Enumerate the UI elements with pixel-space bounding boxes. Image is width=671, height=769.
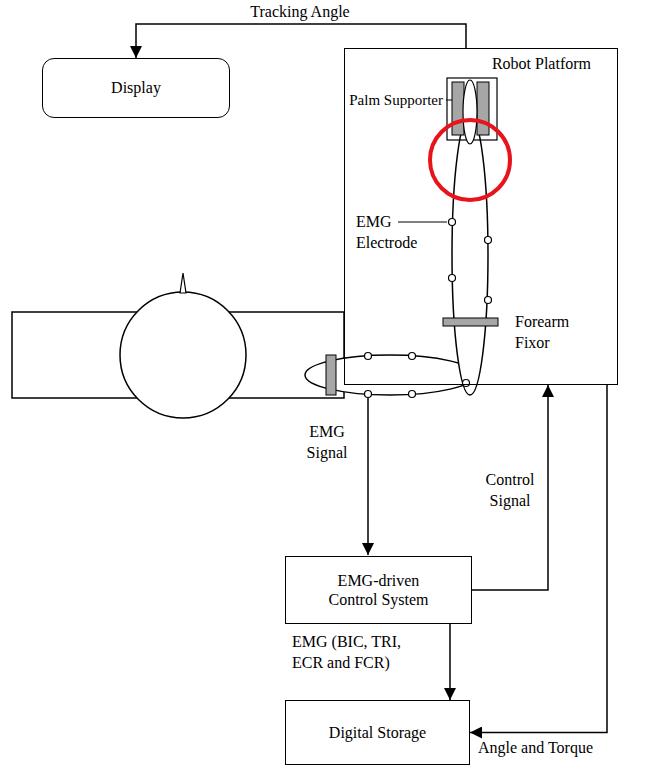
palm-supporter-pad — [477, 82, 489, 135]
hand — [463, 80, 477, 144]
electrode — [365, 391, 372, 398]
signal-label: EMG Signal — [292, 422, 362, 464]
connector-label: Angle and Torque — [478, 738, 613, 759]
node-text: EMG-driven Control System — [316, 571, 441, 609]
upper-arm-fixor — [326, 355, 336, 395]
process-box: EMG-driven Control System — [285, 556, 472, 624]
electrode — [449, 219, 456, 226]
connector-arrow — [470, 385, 607, 733]
connector-label: EMG (BIC, TRI, ECR and FCR) — [292, 632, 427, 674]
connector-arrow — [449, 624, 451, 700]
node-text: Robot Platform — [492, 54, 591, 73]
electrode — [485, 297, 492, 304]
emg-signal-wire — [367, 398, 369, 555]
display-box: Display — [42, 58, 230, 118]
part-label: Forearm Fixor — [515, 312, 595, 354]
electrode — [409, 391, 416, 398]
electrode — [365, 353, 372, 360]
electrode — [409, 353, 416, 360]
connector-arrow — [136, 24, 466, 58]
node-text: Display — [111, 78, 161, 97]
process-box: Digital Storage — [285, 700, 470, 765]
electrode — [485, 237, 492, 244]
connector-label: Control Signal — [476, 470, 544, 512]
head-circle — [120, 292, 246, 418]
forearm — [452, 115, 488, 395]
leader-line — [398, 222, 447, 223]
node-text: Digital Storage — [329, 723, 426, 742]
upper-arm — [305, 355, 475, 395]
nose-mark — [180, 273, 186, 293]
part-label: Palm Supporter — [349, 91, 443, 111]
forearm-fixor-bar — [443, 318, 498, 326]
connector-label: Tracking Angle — [215, 2, 385, 23]
part-label: EMG Electrode — [356, 212, 428, 254]
palm-supporter-pad — [452, 82, 464, 135]
connector-arrow — [472, 385, 548, 590]
electrode — [449, 275, 456, 282]
electrode — [463, 380, 470, 387]
leader-line — [446, 100, 452, 101]
wrist-ring — [430, 120, 510, 200]
